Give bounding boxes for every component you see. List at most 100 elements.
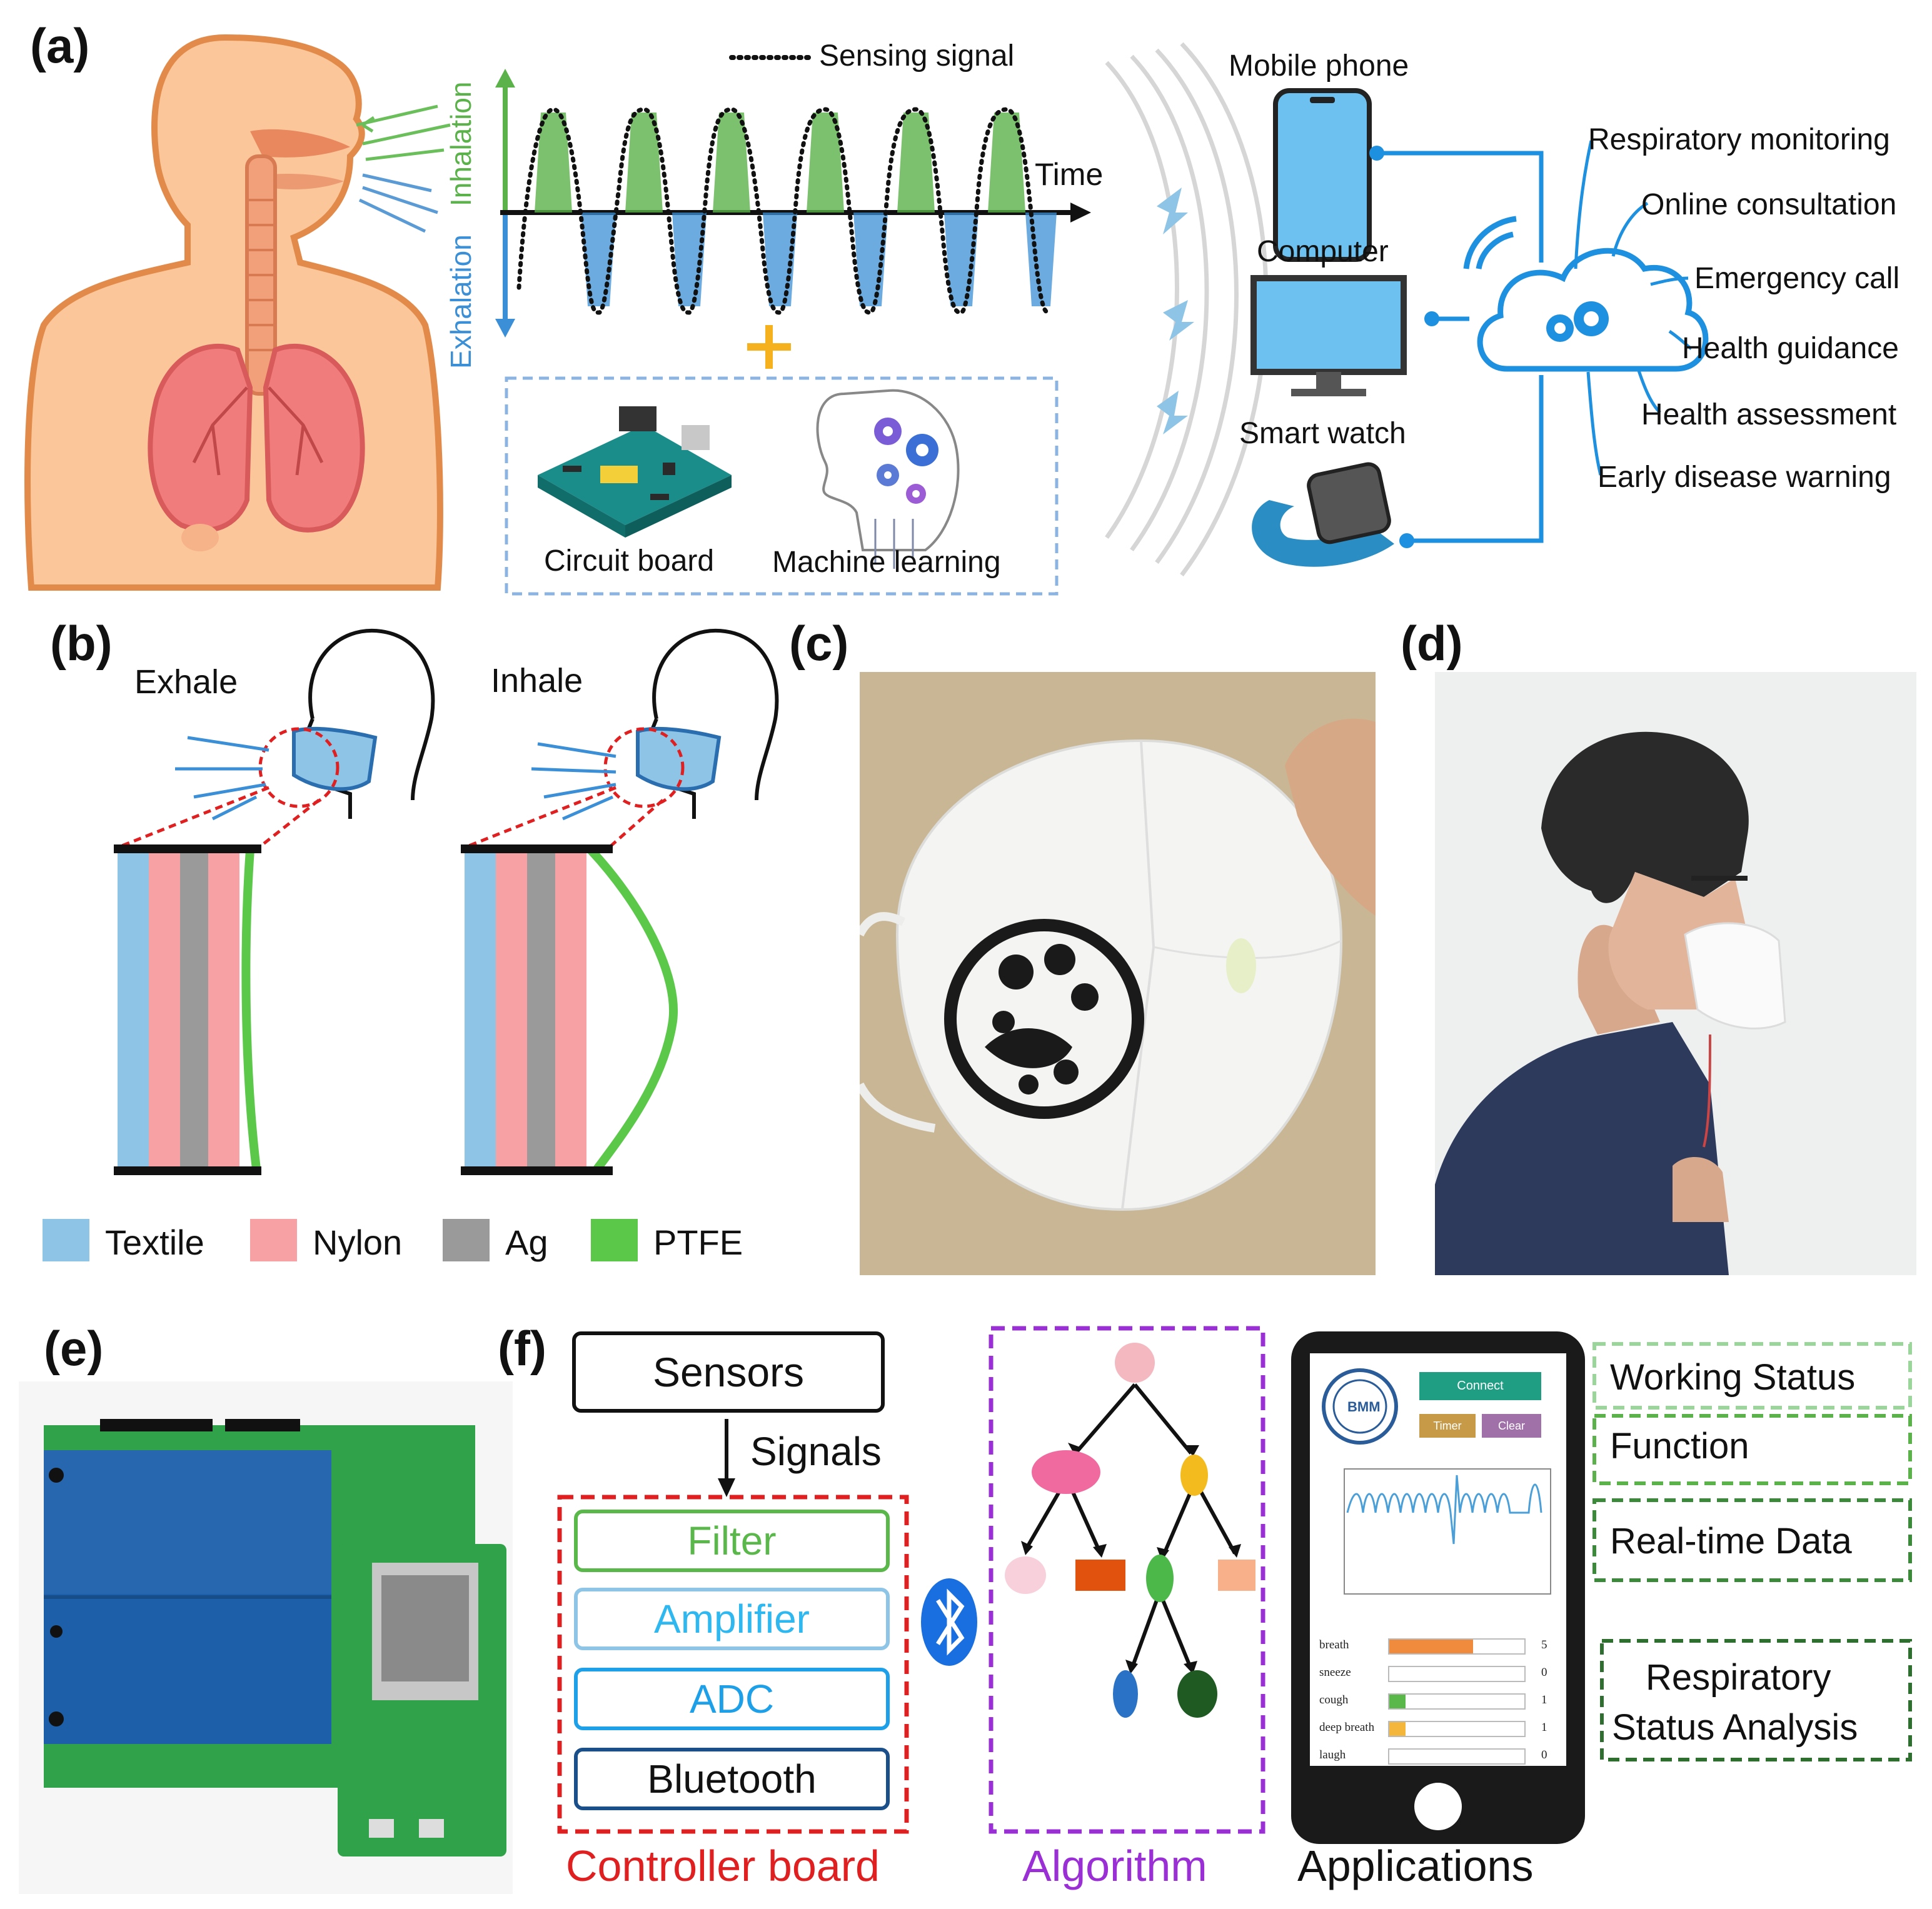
bluetooth-icon — [921, 1578, 977, 1666]
app-row-value: 0 — [1541, 1666, 1547, 1679]
decision-tree — [1005, 1343, 1255, 1718]
app-row-label: laugh — [1319, 1748, 1346, 1761]
app-timer-label: Timer — [1433, 1419, 1462, 1432]
section-label-realtime-data: Real-time Data — [1610, 1521, 1852, 1561]
app-row-value: 1 — [1541, 1721, 1547, 1734]
panel-label-d: (d) — [1401, 616, 1463, 671]
service-online-consultation: Online consultation — [1641, 188, 1897, 221]
amplifier-box: Amplifier — [574, 1588, 890, 1650]
app-row-label: sneeze — [1319, 1666, 1351, 1679]
filter-box: Filter — [574, 1510, 890, 1572]
machine-learning-head-icon — [816, 389, 960, 569]
computer-icon — [1250, 275, 1407, 396]
smart-watch-icon — [1252, 462, 1394, 567]
app-row-bar — [1388, 1666, 1526, 1682]
bluetooth-label: Bluetooth — [647, 1756, 817, 1801]
algorithm-label: Algorithm — [1022, 1841, 1207, 1890]
app-row-bar — [1388, 1721, 1526, 1737]
head-inhale-icon — [641, 628, 779, 819]
exhale-label: Exhale — [134, 663, 238, 701]
app-row-value: 1 — [1541, 1693, 1547, 1706]
mask-photo — [860, 672, 1376, 1275]
app-row-sneeze: sneeze 0 — [1319, 1662, 1563, 1687]
legend-label-nylon: Nylon — [313, 1223, 403, 1262]
app-row-bar — [1388, 1748, 1526, 1765]
circuit-board-label: Circuit board — [544, 544, 715, 578]
smart-watch-label: Smart watch — [1239, 417, 1406, 450]
inhale-label: Inhale — [491, 662, 583, 699]
legend-swatch-textile — [43, 1219, 89, 1261]
legend-label-ag: Ag — [505, 1223, 548, 1262]
plus-icon — [747, 325, 791, 369]
app-row-laugh: laugh 0 — [1319, 1745, 1563, 1770]
app-connect-button[interactable]: Connect — [1419, 1372, 1541, 1400]
bolt-icons — [1157, 188, 1194, 434]
inhale-breath-arrows — [531, 742, 616, 821]
layer-stack-inhale — [461, 844, 678, 1175]
app-row-bar-fill — [1389, 1722, 1406, 1736]
section-label-function: Function — [1610, 1426, 1749, 1466]
app-row-breath: breath 5 — [1319, 1635, 1563, 1660]
mobile-phone-icon — [1273, 88, 1372, 262]
panel-label-c: (c) — [789, 616, 849, 671]
app-timer-button[interactable]: Timer — [1419, 1414, 1476, 1438]
adc-box: ADC — [574, 1668, 890, 1730]
panel-label-f: (f) — [498, 1321, 546, 1376]
algorithm-dashed-box — [989, 1326, 1265, 1834]
service-health-assessment: Health assessment — [1641, 398, 1897, 431]
app-row-value: 5 — [1541, 1638, 1547, 1651]
wifi-icon — [1463, 216, 1517, 269]
service-emergency-call: Emergency call — [1694, 262, 1900, 295]
layer-stack-exhale — [114, 844, 261, 1175]
person-wearing-mask-photo — [1435, 672, 1916, 1275]
time-axis-label: Time — [1035, 157, 1104, 192]
legend-swatch-nylon — [250, 1219, 297, 1261]
filter-label: Filter — [687, 1518, 777, 1563]
mask-exhale — [292, 726, 378, 791]
wireless-waves — [1105, 42, 1269, 577]
app-row-bar-fill — [1389, 1640, 1473, 1653]
inhale-arrows — [356, 104, 451, 161]
section-label-respiratory-line2: Status Analysis — [1612, 1707, 1858, 1748]
legend-swatch-ptfe — [591, 1219, 638, 1261]
sensors-box: Sensors — [572, 1331, 885, 1413]
app-row-bar — [1388, 1638, 1526, 1655]
sensors-label: Sensors — [652, 1349, 805, 1395]
section-label-working-status: Working Status — [1610, 1357, 1856, 1398]
app-logo-text: BMM — [1347, 1399, 1381, 1415]
gear-icon — [1546, 301, 1609, 342]
processing-dashed-box — [505, 376, 1059, 596]
panel-a-illustration — [24, 34, 1709, 596]
computer-label: Computer — [1257, 235, 1389, 268]
app-row-label: breath — [1319, 1638, 1349, 1651]
app-row-bar — [1388, 1693, 1526, 1710]
app-row-value: 0 — [1541, 1748, 1547, 1761]
service-lines — [1574, 140, 1693, 476]
mobile-phone-label: Mobile phone — [1229, 49, 1409, 83]
amplifier-label: Amplifier — [654, 1596, 810, 1641]
circuit-board-photo — [19, 1381, 513, 1894]
legend-label-textile: Textile — [105, 1223, 204, 1262]
service-respiratory-monitoring: Respiratory monitoring — [1588, 123, 1890, 156]
section-label-respiratory-line1: Respiratory — [1646, 1657, 1831, 1698]
app-row-label: cough — [1319, 1693, 1349, 1706]
app-row-deep-breath: deep breath 1 — [1319, 1717, 1563, 1742]
human-respiratory-figure — [24, 34, 443, 591]
adc-label: ADC — [689, 1676, 775, 1721]
exhale-breath-arrows — [175, 736, 269, 821]
applications-label: Applications — [1297, 1841, 1534, 1890]
app-clear-button[interactable]: Clear — [1482, 1414, 1541, 1438]
exhalation-label: Exhalation — [445, 234, 477, 369]
controller-board-label: Controller board — [566, 1841, 880, 1890]
legend-sensing-signal-label: Sensing signal — [819, 39, 1015, 73]
bluetooth-box: Bluetooth — [574, 1748, 890, 1810]
exhale-arrows — [358, 173, 438, 233]
app-row-cough: cough 1 — [1319, 1690, 1563, 1715]
service-health-guidance: Health guidance — [1682, 332, 1899, 365]
sensing-signal-curve — [516, 107, 1052, 315]
panel-label-a: (a) — [30, 18, 90, 73]
machine-learning-label: Machine learning — [772, 546, 1001, 579]
app-row-label: deep breath — [1319, 1721, 1375, 1734]
panel-label-e: (e) — [44, 1321, 104, 1376]
inhalation-label: Inhalation — [445, 81, 477, 207]
